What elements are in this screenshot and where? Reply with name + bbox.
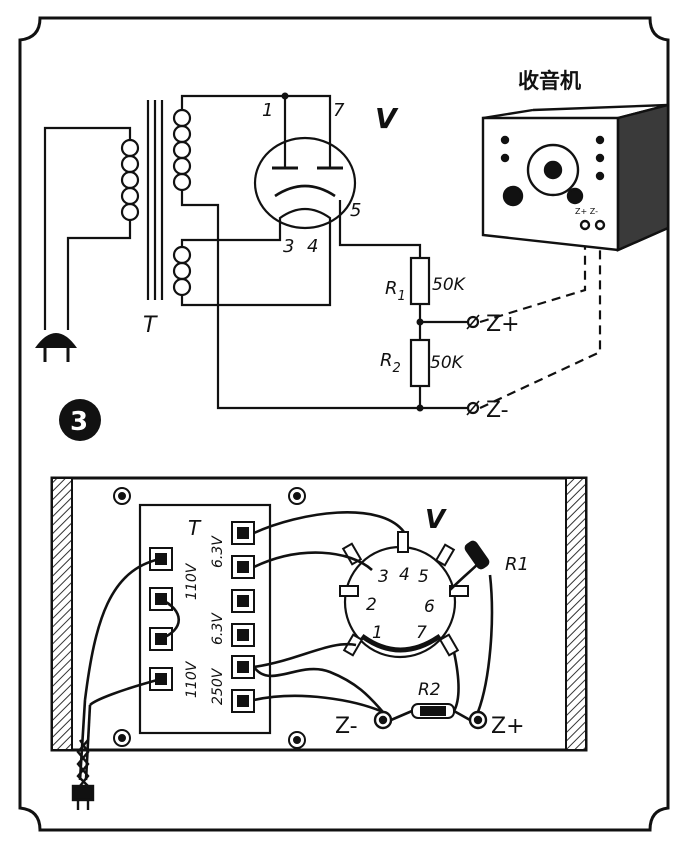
r1-label: R1 (385, 278, 406, 304)
wiring-tube-label: V (425, 505, 447, 535)
voltage-label-110v-bottom: 110V (184, 660, 200, 698)
voltage-label-6.3v-a: 6.3V (210, 535, 226, 568)
voltage-label-250v: 250V (210, 667, 226, 705)
resistor-r2 (409, 338, 431, 388)
socket-pin-5: 5 (418, 567, 429, 587)
mains-plug-schematic (35, 333, 77, 362)
socket-pin-6: 6 (424, 597, 435, 617)
transformer-label-t: T (143, 313, 158, 338)
socket-pin-2: 2 (366, 595, 377, 615)
socket-pin-4: 4 (399, 565, 410, 585)
vacuum-tube-envelope (253, 136, 357, 230)
voltage-label-6.3v-b: 6.3V (210, 612, 226, 645)
resistor-r1 (409, 256, 431, 306)
resistor-r1-physical (464, 540, 490, 570)
pin-label-1: 1 (262, 100, 273, 121)
tube-label-v: V (375, 102, 399, 135)
terminal-minus-label: Z- (486, 398, 509, 423)
svg-text:3: 3 (70, 407, 88, 437)
wiring-terminal-plus: Z+ (491, 714, 525, 739)
wiring-r1-label: R1 (505, 554, 529, 575)
radio-terminal-label: Z+ Z- (575, 207, 598, 216)
transformer-lugs-right (231, 521, 255, 713)
chassis-plate (50, 476, 588, 752)
pin-label-3: 3 (283, 236, 294, 257)
radio-sketch (481, 103, 670, 252)
resistor-r2-physical (411, 703, 455, 719)
r2-value: 50K (430, 353, 465, 373)
figure-number-badge: 3 (59, 399, 101, 441)
socket-pin-1: 1 (372, 623, 383, 643)
pin-label-5: 5 (350, 200, 361, 221)
wiring-r2-label: R2 (418, 680, 441, 700)
transformer-primary-coil (120, 138, 140, 222)
r2-label: R2 (380, 350, 401, 376)
pin-label-7: 7 (333, 100, 345, 121)
outer-frame (18, 16, 670, 832)
transformer-body (138, 503, 272, 735)
transformer-core (146, 100, 164, 300)
pin-label-4: 4 (307, 236, 318, 257)
r1-value: 50K (432, 275, 467, 295)
transformer-secondary-coil (172, 108, 192, 192)
wiring-terminal-minus: Z- (335, 714, 358, 739)
transformer-filament-coil (172, 245, 192, 297)
socket-pin-3: 3 (378, 567, 389, 587)
radio-label: 收音机 (518, 69, 581, 93)
chassis-side-right (565, 477, 587, 751)
terminal-plus-label: Z+ (486, 312, 520, 337)
wiring-panel (50, 476, 588, 810)
mains-plug-physical (71, 739, 95, 810)
socket-pin-7: 7 (416, 623, 427, 643)
voltage-label-110v-top: 110V (184, 562, 200, 600)
chassis-side-left (51, 477, 73, 751)
mounting-screws (113, 487, 306, 749)
wiring-transformer-label: T (188, 516, 202, 540)
schematic (43, 92, 602, 416)
terminal-minus-schematic (466, 401, 480, 415)
terminal-plus-schematic (466, 315, 480, 329)
